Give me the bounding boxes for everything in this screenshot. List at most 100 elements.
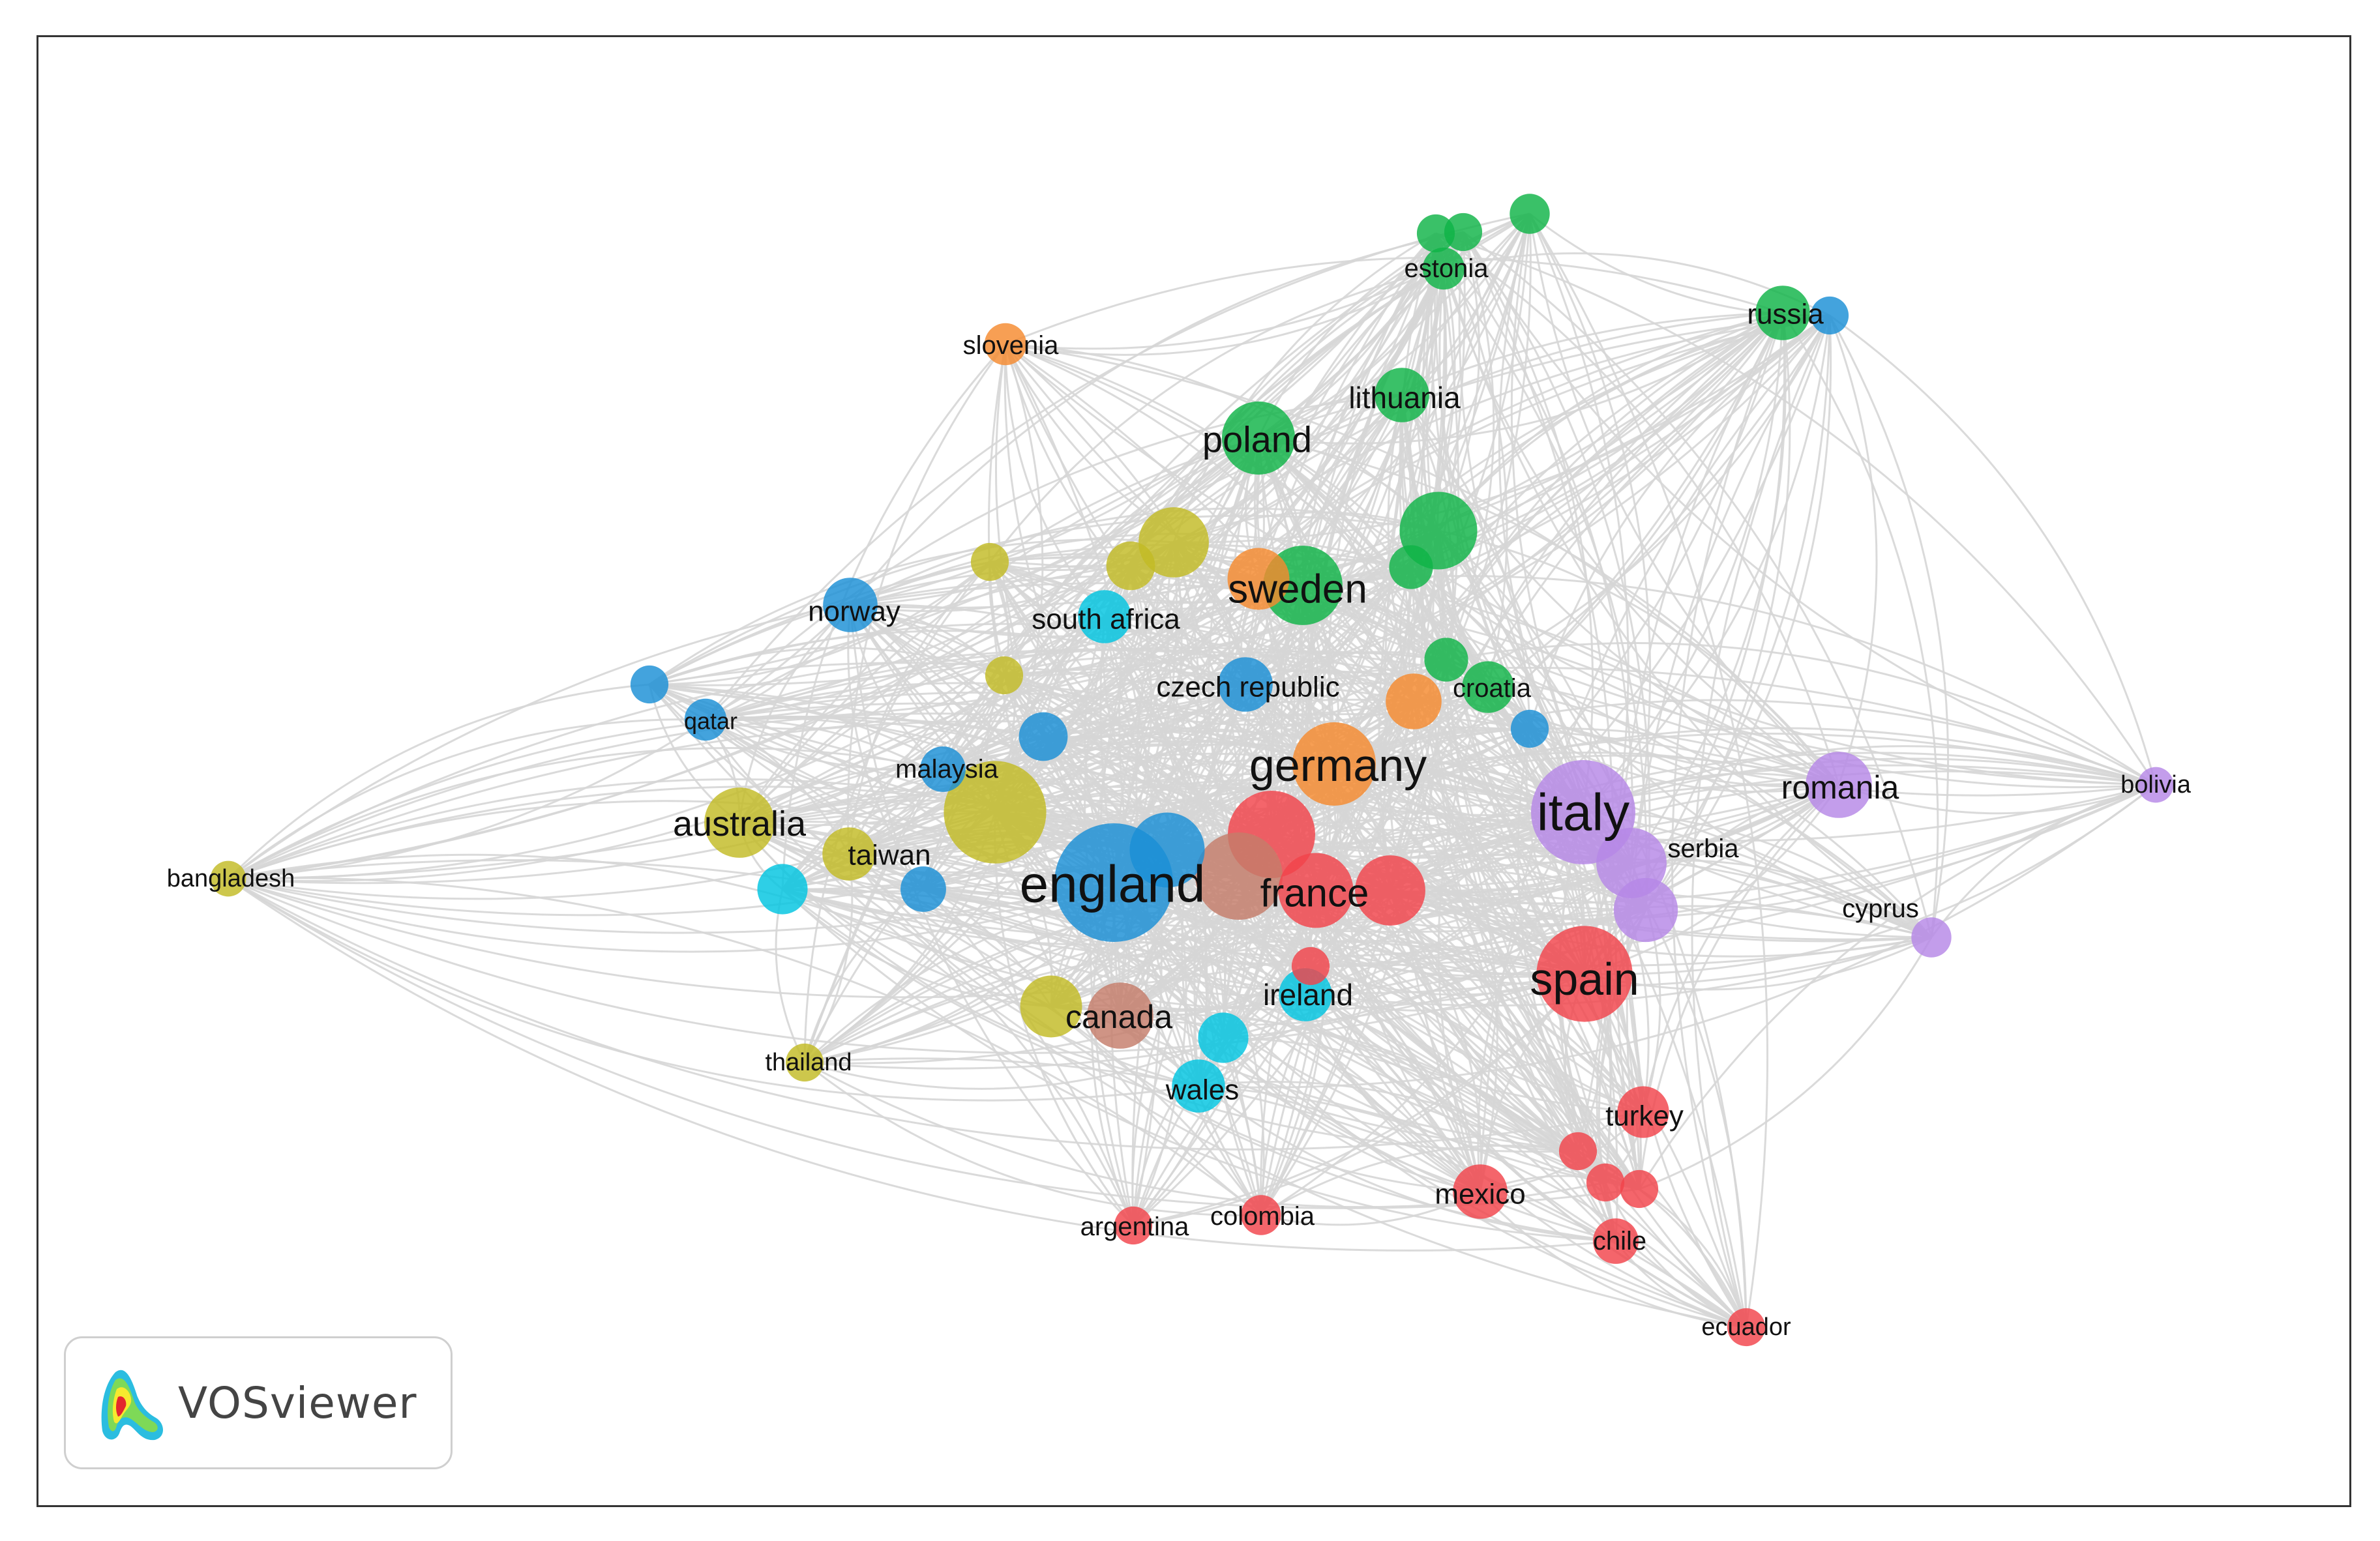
node-australia[interactable] <box>704 787 775 858</box>
node-bolivia[interactable] <box>2137 767 2174 803</box>
node-u-green-6[interactable] <box>1510 194 1550 234</box>
label-bangladesh[interactable]: bangladesh <box>167 865 295 892</box>
link-russia-slovenia <box>1005 256 1783 345</box>
label-sweden[interactable]: sweden <box>1228 567 1367 612</box>
node-czech-republic[interactable] <box>1218 657 1273 712</box>
node-spain[interactable] <box>1536 926 1633 1022</box>
label-qatar[interactable]: qatar <box>684 708 737 735</box>
node-argentina[interactable] <box>1114 1206 1153 1245</box>
label-poland[interactable]: poland <box>1202 419 1312 460</box>
link-u_red_2-u_yellow_4 <box>1129 565 1391 892</box>
label-estonia[interactable]: estonia <box>1405 254 1489 283</box>
label-colombia[interactable]: colombia <box>1210 1202 1315 1231</box>
label-lithuania[interactable]: lithuania <box>1348 381 1461 415</box>
label-mexico[interactable]: mexico <box>1435 1179 1525 1211</box>
node-u-yellow-3[interactable] <box>1020 975 1082 1038</box>
label-south-africa[interactable]: south africa <box>1032 604 1180 636</box>
link-romania-u_green_4 <box>1435 232 1840 785</box>
label-croatia[interactable]: croatia <box>1453 674 1532 703</box>
node-u-green-3[interactable] <box>1389 545 1433 589</box>
label-thailand[interactable]: thailand <box>765 1049 852 1076</box>
label-canada[interactable]: canada <box>1065 999 1172 1035</box>
node-u-blue-6[interactable] <box>1510 709 1549 748</box>
node-u-orange-2[interactable] <box>1227 548 1290 610</box>
node-romania[interactable] <box>1806 752 1872 818</box>
node-russia[interactable] <box>1755 286 1810 340</box>
label-germany[interactable]: germany <box>1249 740 1427 791</box>
node-u-green-4[interactable] <box>1416 214 1455 253</box>
node-u-yellow-5[interactable] <box>970 542 1009 581</box>
node-mexico[interactable] <box>1453 1164 1508 1219</box>
node-cyprus[interactable] <box>1911 917 1952 958</box>
label-cyprus[interactable]: cyprus <box>1842 894 1919 923</box>
node-poland[interactable] <box>1221 401 1296 475</box>
label-spain[interactable]: spain <box>1530 954 1639 1005</box>
node-malaysia[interactable] <box>920 746 966 792</box>
label-ireland[interactable]: ireland <box>1263 978 1353 1012</box>
node-chile[interactable] <box>1593 1218 1639 1264</box>
node-u-yellow-2[interactable] <box>1138 507 1209 578</box>
node-south-africa[interactable] <box>1078 590 1131 643</box>
node-u-green-2[interactable] <box>1424 638 1468 682</box>
node-france[interactable] <box>1278 853 1354 928</box>
node-u-red-6[interactable] <box>1620 1169 1659 1209</box>
node-u-red-5[interactable] <box>1586 1163 1625 1202</box>
label-serbia[interactable]: serbia <box>1668 834 1740 863</box>
label-australia[interactable]: australia <box>673 804 807 844</box>
node-croatia[interactable] <box>1462 661 1514 713</box>
node-u-blue-7[interactable] <box>1810 296 1849 335</box>
node-lithuania[interactable] <box>1375 368 1429 422</box>
label-russia[interactable]: russia <box>1747 299 1824 330</box>
node-ecuador[interactable] <box>1727 1308 1766 1347</box>
node-canada[interactable] <box>1087 982 1153 1049</box>
label-czech-republic[interactable]: czech republic <box>1156 671 1339 703</box>
node-u-green-5[interactable] <box>1444 213 1483 252</box>
node-turkey[interactable] <box>1617 1086 1669 1138</box>
node-u-cyan-3[interactable] <box>757 864 808 915</box>
node-u-red-4[interactable] <box>1558 1132 1598 1171</box>
node-u-cyan-2[interactable] <box>1198 1012 1249 1063</box>
link-u_red_6-u_blue_7 <box>1626 315 1831 1190</box>
node-wales[interactable] <box>1172 1059 1225 1113</box>
node-slovenia[interactable] <box>984 323 1027 366</box>
label-chile[interactable]: chile <box>1593 1227 1646 1255</box>
label-ecuador[interactable]: ecuador <box>1701 1314 1791 1341</box>
link-bolivia-u_cyan_3 <box>782 784 2156 967</box>
node-germany[interactable] <box>1292 722 1376 806</box>
node-estonia[interactable] <box>1422 247 1465 290</box>
node-u-yellow-6[interactable] <box>985 656 1024 695</box>
node-qatar[interactable] <box>684 698 727 741</box>
node-norway[interactable] <box>823 578 878 632</box>
label-france[interactable]: france <box>1260 872 1369 915</box>
label-taiwan[interactable]: taiwan <box>848 840 930 872</box>
node-u-red-2[interactable] <box>1355 855 1425 926</box>
link-serbia-u_green_4 <box>1435 233 1634 864</box>
node-u-blue-5[interactable] <box>630 665 669 704</box>
node-u-brown-big[interactable] <box>1195 832 1283 920</box>
node-u-blue-4[interactable] <box>900 866 946 912</box>
label-england[interactable]: england <box>1020 855 1206 913</box>
node-thailand[interactable] <box>785 1043 824 1082</box>
label-wales[interactable]: wales <box>1165 1074 1240 1106</box>
label-bolivia[interactable]: bolivia <box>2120 771 2192 799</box>
node-u-blue-3[interactable] <box>1019 712 1068 761</box>
label-italy[interactable]: italy <box>1537 784 1629 842</box>
node-u-yellow-big[interactable] <box>944 761 1047 864</box>
node-taiwan[interactable] <box>822 827 876 881</box>
node-colombia[interactable] <box>1241 1195 1281 1235</box>
node-u-orange-3[interactable] <box>1386 673 1442 729</box>
label-argentina[interactable]: argentina <box>1080 1212 1190 1241</box>
node-u-yellow-4[interactable] <box>1106 541 1155 591</box>
label-slovenia[interactable]: slovenia <box>963 331 1060 360</box>
node-bangladesh[interactable] <box>210 860 246 897</box>
label-romania[interactable]: romania <box>1781 769 1899 806</box>
link-ecuador-u_green_2 <box>1445 659 1748 1328</box>
label-norway[interactable]: norway <box>808 596 900 628</box>
link-ecuador-u_blue_7 <box>1691 315 1831 1328</box>
label-malaysia[interactable]: malaysia <box>895 755 999 784</box>
label-turkey[interactable]: turkey <box>1605 1100 1684 1132</box>
node-u-purple-2[interactable] <box>1613 877 1678 943</box>
node-u-blue-2[interactable] <box>1129 812 1205 888</box>
node-u-red-3[interactable] <box>1291 947 1330 986</box>
